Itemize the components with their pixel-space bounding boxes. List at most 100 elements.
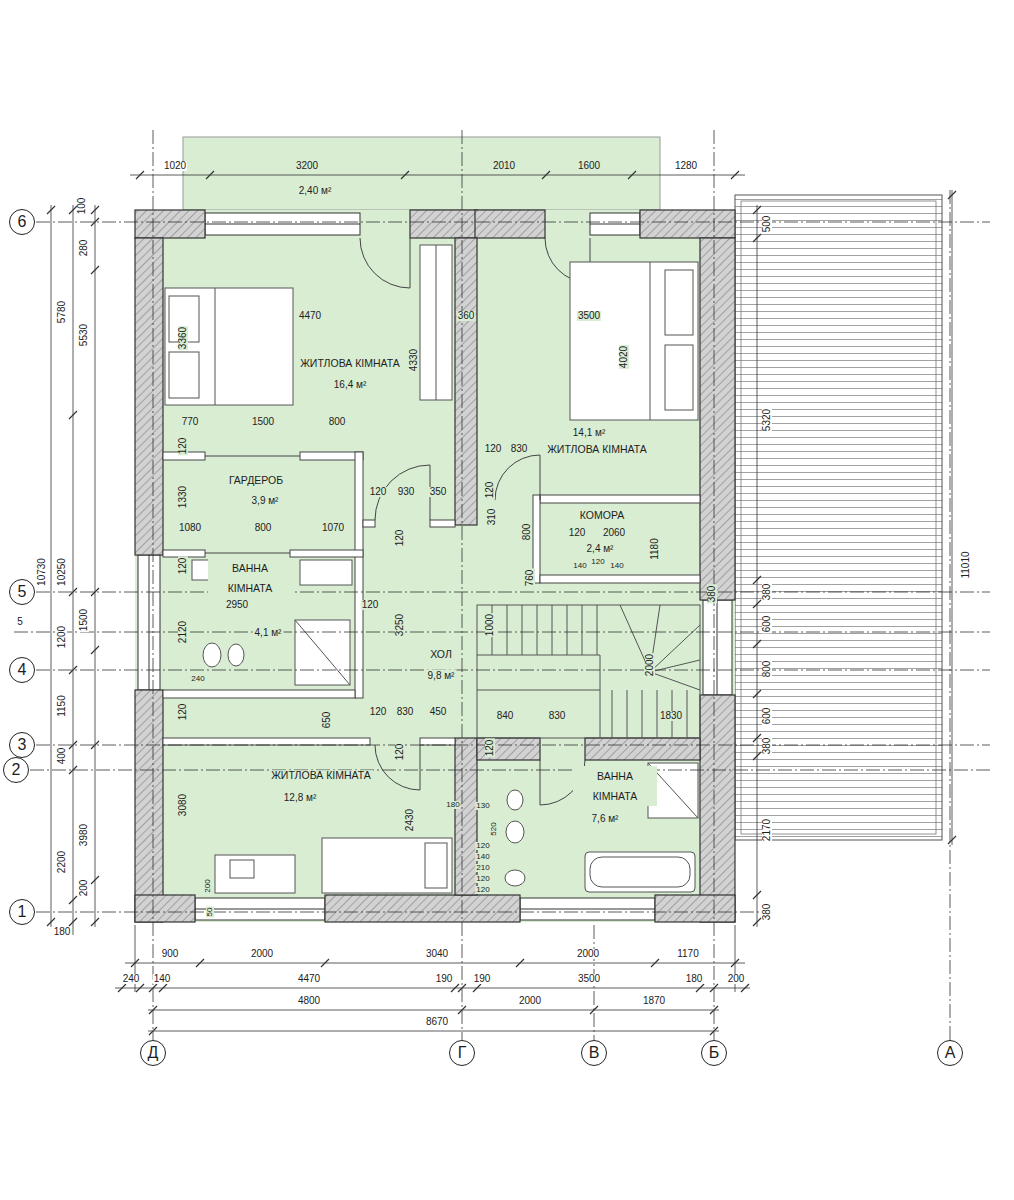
room-region: ВАННА КІМНАТА 4,1 м² xyxy=(163,557,355,690)
furniture xyxy=(506,821,524,843)
room-area: 4,1 м² xyxy=(253,627,284,638)
dimension-label: 1000 xyxy=(485,613,495,637)
dimension-line xyxy=(47,171,956,1035)
dimension-label: 4800 xyxy=(297,996,321,1006)
dimension-label: 3500 xyxy=(577,974,601,984)
furniture xyxy=(295,620,350,685)
grid-axis xyxy=(153,130,950,1040)
furniture xyxy=(585,852,695,892)
dimension-label: 1830 xyxy=(659,711,683,721)
dimension-label: 2430 xyxy=(405,808,415,832)
window xyxy=(149,224,717,909)
partition xyxy=(290,550,363,557)
wall xyxy=(655,895,735,922)
dimension-label: 830 xyxy=(396,707,415,717)
dimension-label: 600 xyxy=(762,615,772,634)
dimension-label: 3500 xyxy=(577,311,601,321)
wall xyxy=(135,210,735,922)
dimension-label: 380 xyxy=(707,585,717,604)
wall xyxy=(700,695,735,922)
door-swing xyxy=(495,455,540,500)
room-name: ХОЛ xyxy=(428,649,454,661)
dimension-label: 1020 xyxy=(163,161,187,171)
furniture xyxy=(165,288,293,405)
dimension-label: 310 xyxy=(487,508,497,527)
dimension-label: 140 xyxy=(153,974,172,984)
dimension-label: 200 xyxy=(727,974,746,984)
dimension-label: 120 xyxy=(590,558,605,566)
dimension-label: 4020 xyxy=(619,345,629,369)
dimension-label: 4470 xyxy=(297,974,321,984)
staircase xyxy=(477,605,700,738)
axis-bubble: 1 xyxy=(9,899,35,925)
dimension-label: 140 xyxy=(609,562,624,570)
grid-axis xyxy=(14,130,990,1040)
dimension-label: 200 xyxy=(79,879,89,898)
axis-id: 5 xyxy=(18,584,27,600)
room-name: ЖИТЛОВА КІМНАТА xyxy=(545,444,649,456)
dimension-label: 1600 xyxy=(577,161,601,171)
dimension-label: 120 xyxy=(475,875,490,883)
furniture xyxy=(505,870,525,886)
floor-fill xyxy=(135,137,735,922)
dimension-label: 1150 xyxy=(57,694,67,718)
furniture xyxy=(215,288,216,405)
axis-label: 5 xyxy=(16,617,24,627)
wall xyxy=(410,210,477,238)
furniture xyxy=(295,620,350,685)
dimension-label: 3250 xyxy=(395,613,405,637)
dimension-label: 2000 xyxy=(645,653,655,677)
dimension-label: 600 xyxy=(762,707,772,726)
axis-id: 3 xyxy=(18,737,27,753)
dimension-label: 1870 xyxy=(642,996,666,1006)
axis-id: Б xyxy=(709,1045,720,1061)
dimension-label: 120 xyxy=(475,886,490,894)
room-area: 12,8 м² xyxy=(282,792,318,803)
dimension-label: 360 xyxy=(457,311,476,321)
wall xyxy=(135,690,163,922)
dimension-line xyxy=(135,925,735,992)
staircase xyxy=(620,605,700,690)
grid-axis xyxy=(14,222,990,912)
dimension-label: 4470 xyxy=(298,311,322,321)
axis-bubble: 3 xyxy=(9,732,35,758)
axis-id: 2 xyxy=(12,762,21,778)
wall xyxy=(455,738,477,895)
room-region: ЖИТЛОВА КІМНАТА16,4 м² xyxy=(163,238,455,440)
dimension-label: 120 xyxy=(484,444,503,454)
dimension-label: 120 xyxy=(485,739,495,758)
dimension-label: 1500 xyxy=(79,608,89,632)
room-name: ВАННА КІМНАТА xyxy=(208,558,292,598)
partition xyxy=(300,452,363,460)
dimension-label: 180 xyxy=(53,927,72,937)
dimension-label: 1080 xyxy=(178,523,202,533)
dimension-label: 1070 xyxy=(321,523,345,533)
furniture xyxy=(300,560,352,585)
dimension-label: 120 xyxy=(178,703,188,722)
wall xyxy=(135,238,163,555)
dimension-label: 520 xyxy=(490,821,498,836)
dimension-label: 8670 xyxy=(425,1017,449,1027)
dimension-label: 120 xyxy=(475,842,490,850)
axis-bubble: 6 xyxy=(9,209,35,235)
dimension-label: 120 xyxy=(568,528,587,538)
dimension-label: 10730 xyxy=(37,557,47,587)
room-area: 9,8 м² xyxy=(426,670,457,681)
dimension-label: 120 xyxy=(485,481,495,500)
furniture xyxy=(215,855,295,893)
dimension-label: 800 xyxy=(328,417,347,427)
roof-plan xyxy=(735,195,942,840)
dimension-label: 760 xyxy=(525,569,535,588)
dimension-label: 930 xyxy=(397,487,416,497)
dimension-label: 800 xyxy=(254,523,273,533)
furniture xyxy=(420,245,452,400)
dimension-label: 380 xyxy=(762,737,772,756)
wall xyxy=(475,210,545,238)
axis-id: А xyxy=(945,1045,956,1061)
dimension-label: 1180 xyxy=(650,537,660,561)
furniture xyxy=(650,262,651,420)
partition xyxy=(430,520,455,527)
dimension-label: 380 xyxy=(762,583,772,602)
room-area: 7,6 м² xyxy=(590,813,621,824)
